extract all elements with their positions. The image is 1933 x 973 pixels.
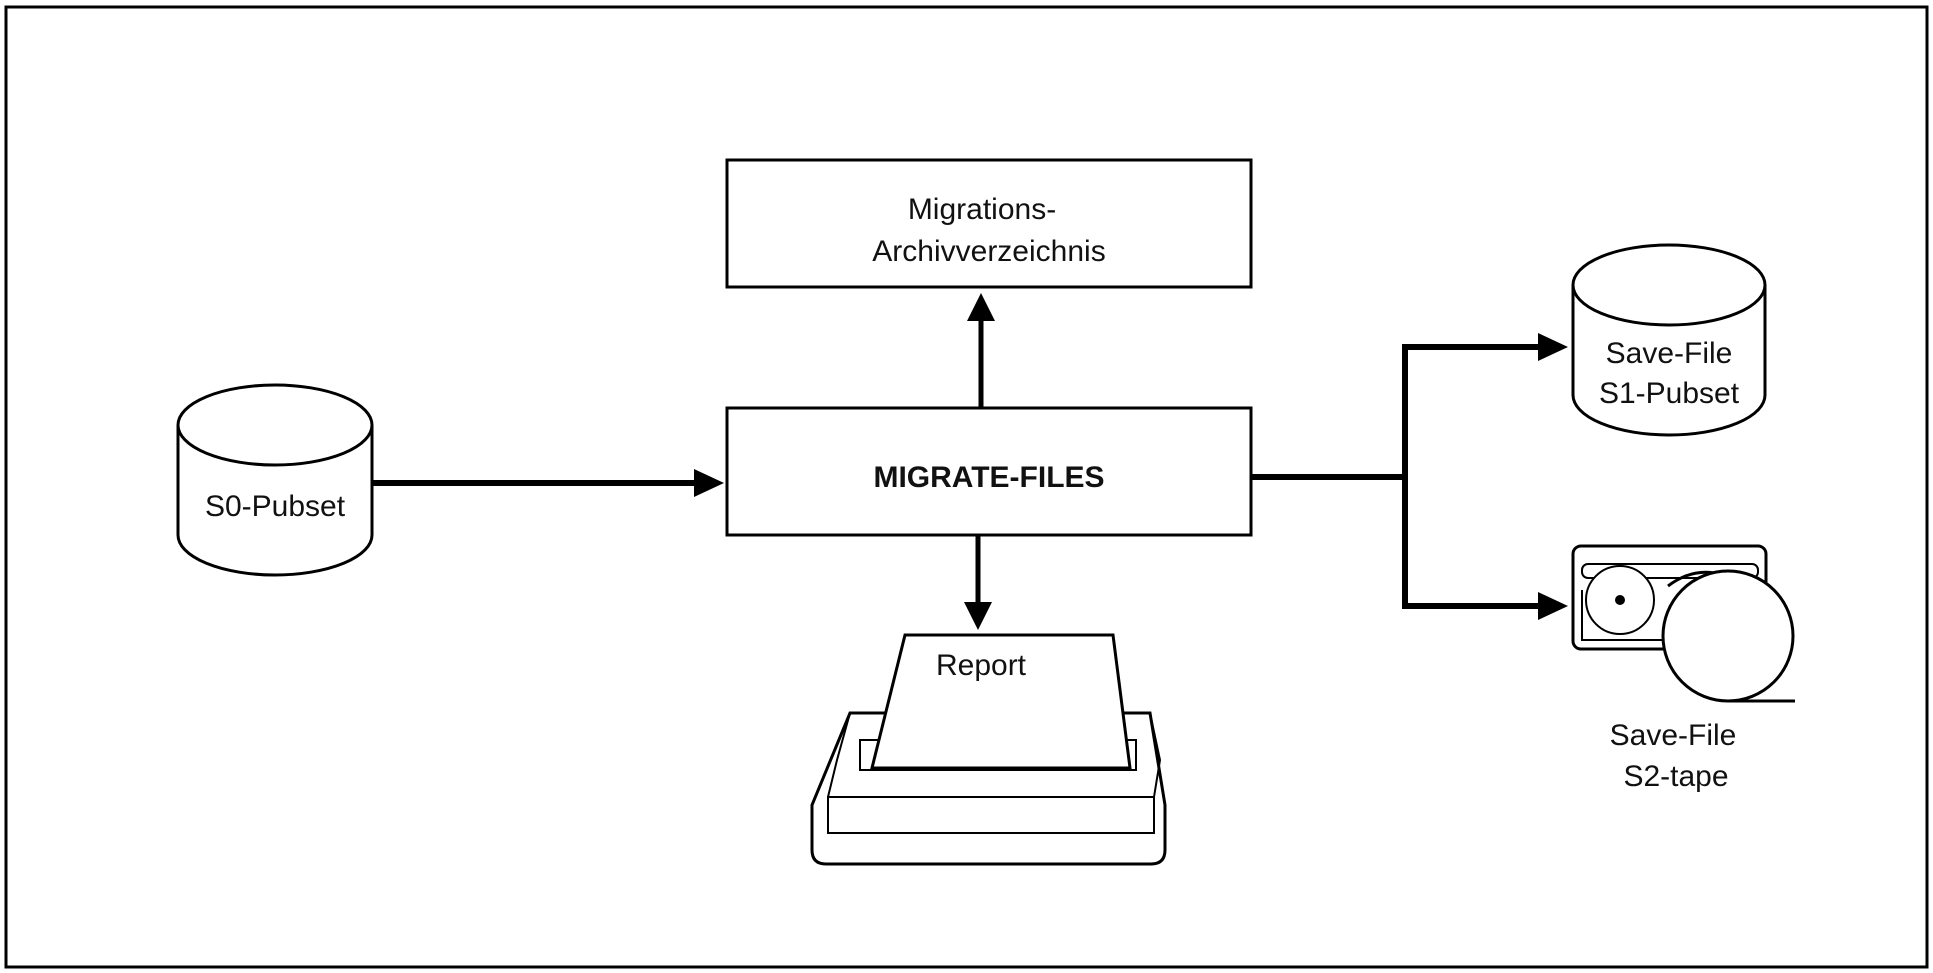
edge-process-to-archive xyxy=(967,293,995,408)
save-disk-node: Save-File S1-Pubset xyxy=(1571,243,1767,437)
archive-label-line1: Migrations- xyxy=(908,193,1056,226)
save-disk-label-line2: S1-Pubset xyxy=(1599,377,1740,410)
save-tape-label-line1: Save-File xyxy=(1610,719,1737,752)
edge-process-to-report xyxy=(964,535,992,630)
migrate-files-label: MIGRATE-FILES xyxy=(873,461,1104,494)
source-disk-node: S0-Pubset xyxy=(176,383,374,577)
edge-source-to-process xyxy=(372,469,724,497)
migrate-files-node: MIGRATE-FILES xyxy=(725,406,1253,537)
tape-reel-icon xyxy=(1571,544,1795,703)
printer-icon xyxy=(810,633,1167,866)
disk-cylinder-icon xyxy=(1571,243,1767,437)
edge-process-to-save-files xyxy=(1251,333,1568,620)
save-disk-label-line1: Save-File xyxy=(1606,337,1733,370)
save-tape-node: Save-File S2-tape xyxy=(1571,544,1795,793)
save-tape-label-line2: S2-tape xyxy=(1623,760,1728,793)
archive-directory-node: Migrations- Archivverzeichnis xyxy=(725,158,1253,289)
source-disk-label: S0-Pubset xyxy=(205,490,346,523)
diagram-frame xyxy=(4,5,1929,969)
report-label: Report xyxy=(936,649,1027,682)
archive-label-line2: Archivverzeichnis xyxy=(872,235,1105,268)
disk-cylinder-icon xyxy=(176,383,374,577)
report-node: Report xyxy=(810,633,1167,866)
